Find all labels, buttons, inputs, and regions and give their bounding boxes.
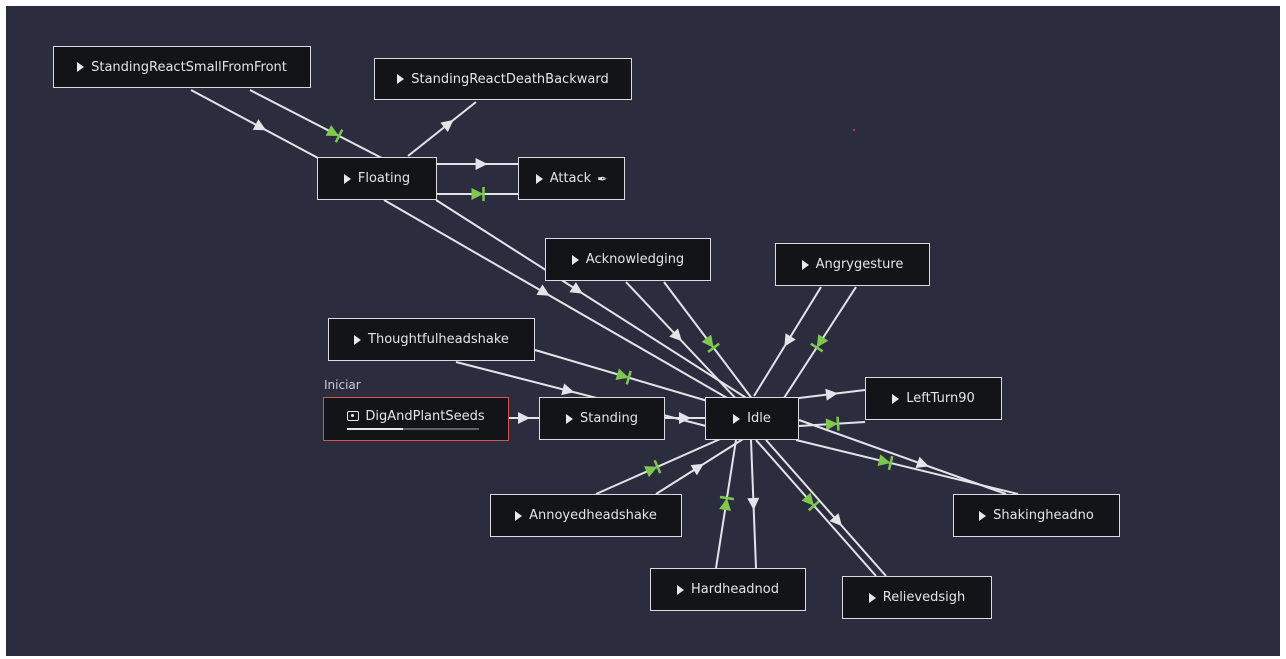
transition-arrow-icon[interactable]: [536, 284, 552, 301]
node-label: Annoyedheadshake: [529, 508, 657, 523]
play-icon[interactable]: [676, 584, 684, 595]
node-label: Shakingheadno: [993, 508, 1094, 523]
play-icon[interactable]: [571, 254, 579, 265]
node-relievedsigh[interactable]: Relievedsigh: [842, 576, 992, 619]
node-dig-and-plant-seeds[interactable]: DigAndPlantSeeds: [323, 397, 509, 441]
transition-line[interactable]: [798, 419, 1007, 495]
auto-transition-icon[interactable]: [801, 492, 821, 512]
node-floating[interactable]: Floating: [317, 157, 437, 200]
transition-line[interactable]: [595, 431, 737, 495]
auto-transition-icon[interactable]: [615, 368, 632, 385]
node-label: Idle: [747, 411, 771, 426]
transition-arrow-icon[interactable]: [825, 387, 838, 401]
node-label: Thoughtfulheadshake: [368, 332, 509, 347]
play-icon[interactable]: [801, 259, 809, 270]
node-idle[interactable]: Idle: [705, 397, 799, 440]
transition-line[interactable]: [383, 199, 742, 407]
node-label: Floating: [357, 171, 411, 186]
play-icon[interactable]: [343, 173, 351, 184]
play-icon[interactable]: [515, 510, 523, 521]
play-icon[interactable]: [892, 393, 900, 404]
transition-arrow-icon[interactable]: [829, 513, 847, 530]
auto-transition-icon[interactable]: [701, 334, 720, 354]
node-label: StandingReactSmallFromFront: [91, 59, 287, 75]
transition-line[interactable]: [765, 439, 887, 577]
transition-arrow-icon[interactable]: [569, 282, 586, 299]
transition-line[interactable]: [407, 101, 477, 157]
start-tag-icon: [347, 411, 360, 421]
play-icon[interactable]: [733, 413, 741, 424]
auto-transition-icon[interactable]: [471, 187, 485, 201]
transition-arrow-icon[interactable]: [915, 456, 931, 472]
play-icon[interactable]: [77, 62, 85, 72]
node-left-turn-90[interactable]: LeftTurn90: [865, 377, 1002, 420]
transition-line[interactable]: [755, 439, 877, 577]
transition-arrow-icon[interactable]: [779, 333, 796, 350]
transition-arrow-icon[interactable]: [475, 158, 488, 170]
auto-transition-icon[interactable]: [877, 453, 894, 471]
node-attack[interactable]: Attack ✒: [518, 157, 625, 200]
auto-transition-icon[interactable]: [644, 459, 662, 478]
node-label: StandingReactDeathBackward: [411, 71, 609, 87]
progress-underline: [347, 427, 480, 430]
node-angrygesture[interactable]: Angrygesture: [775, 243, 930, 286]
node-label: Angrygesture: [815, 257, 904, 272]
node-standing-react-death-backward[interactable]: StandingReactDeathBackward: [374, 58, 632, 100]
transition-arrow-icon[interactable]: [252, 119, 269, 135]
node-standing-react-small-from-front[interactable]: StandingReactSmallFromFront: [53, 46, 311, 88]
play-icon[interactable]: [354, 334, 362, 345]
transition-arrow-icon[interactable]: [747, 497, 760, 510]
node-thoughtfulheadshake[interactable]: Thoughtfulheadshake: [328, 318, 535, 361]
node-acknowledging[interactable]: Acknowledging: [545, 238, 711, 281]
transition-arrow-icon[interactable]: [679, 412, 691, 424]
start-label: Iniciar: [324, 378, 361, 392]
node-shakingheadno[interactable]: Shakingheadno: [953, 494, 1120, 537]
transition-arrow-icon[interactable]: [440, 115, 457, 133]
transition-line[interactable]: [625, 281, 742, 405]
auto-transition-icon[interactable]: [810, 334, 829, 353]
node-label: Relievedsigh: [882, 590, 966, 605]
edit-icon[interactable]: ✒: [597, 171, 608, 186]
auto-transition-icon[interactable]: [718, 495, 735, 511]
node-hardheadnod[interactable]: Hardheadnod: [650, 568, 806, 611]
node-standing[interactable]: Standing: [539, 397, 665, 440]
node-label: LeftTurn90: [906, 391, 975, 406]
play-icon[interactable]: [397, 74, 405, 84]
transition-line[interactable]: [190, 89, 319, 159]
state-machine-canvas[interactable]: StandingReactSmallFromFront StandingReac…: [6, 6, 1280, 656]
transition-arrow-icon[interactable]: [561, 383, 576, 398]
play-icon[interactable]: [566, 413, 574, 424]
node-label: Standing: [580, 411, 638, 426]
transition-layer: [190, 89, 1019, 577]
transition-arrow-icon[interactable]: [669, 328, 686, 345]
transition-arrow-icon[interactable]: [518, 412, 530, 424]
play-icon[interactable]: [868, 592, 876, 603]
canvas-marker: [853, 129, 855, 131]
transition-arrow-icon[interactable]: [690, 459, 707, 476]
node-label: Attack: [549, 171, 592, 186]
play-icon[interactable]: [535, 173, 543, 184]
play-icon[interactable]: [979, 510, 987, 521]
node-annoyedheadshake[interactable]: Annoyedheadshake: [490, 494, 682, 537]
auto-transition-icon[interactable]: [325, 124, 344, 143]
transition-line[interactable]: [435, 199, 752, 402]
node-label: DigAndPlantSeeds: [365, 408, 485, 424]
node-label: Hardheadnod: [690, 582, 779, 597]
auto-transition-icon[interactable]: [825, 416, 840, 432]
node-label: Acknowledging: [585, 252, 685, 267]
